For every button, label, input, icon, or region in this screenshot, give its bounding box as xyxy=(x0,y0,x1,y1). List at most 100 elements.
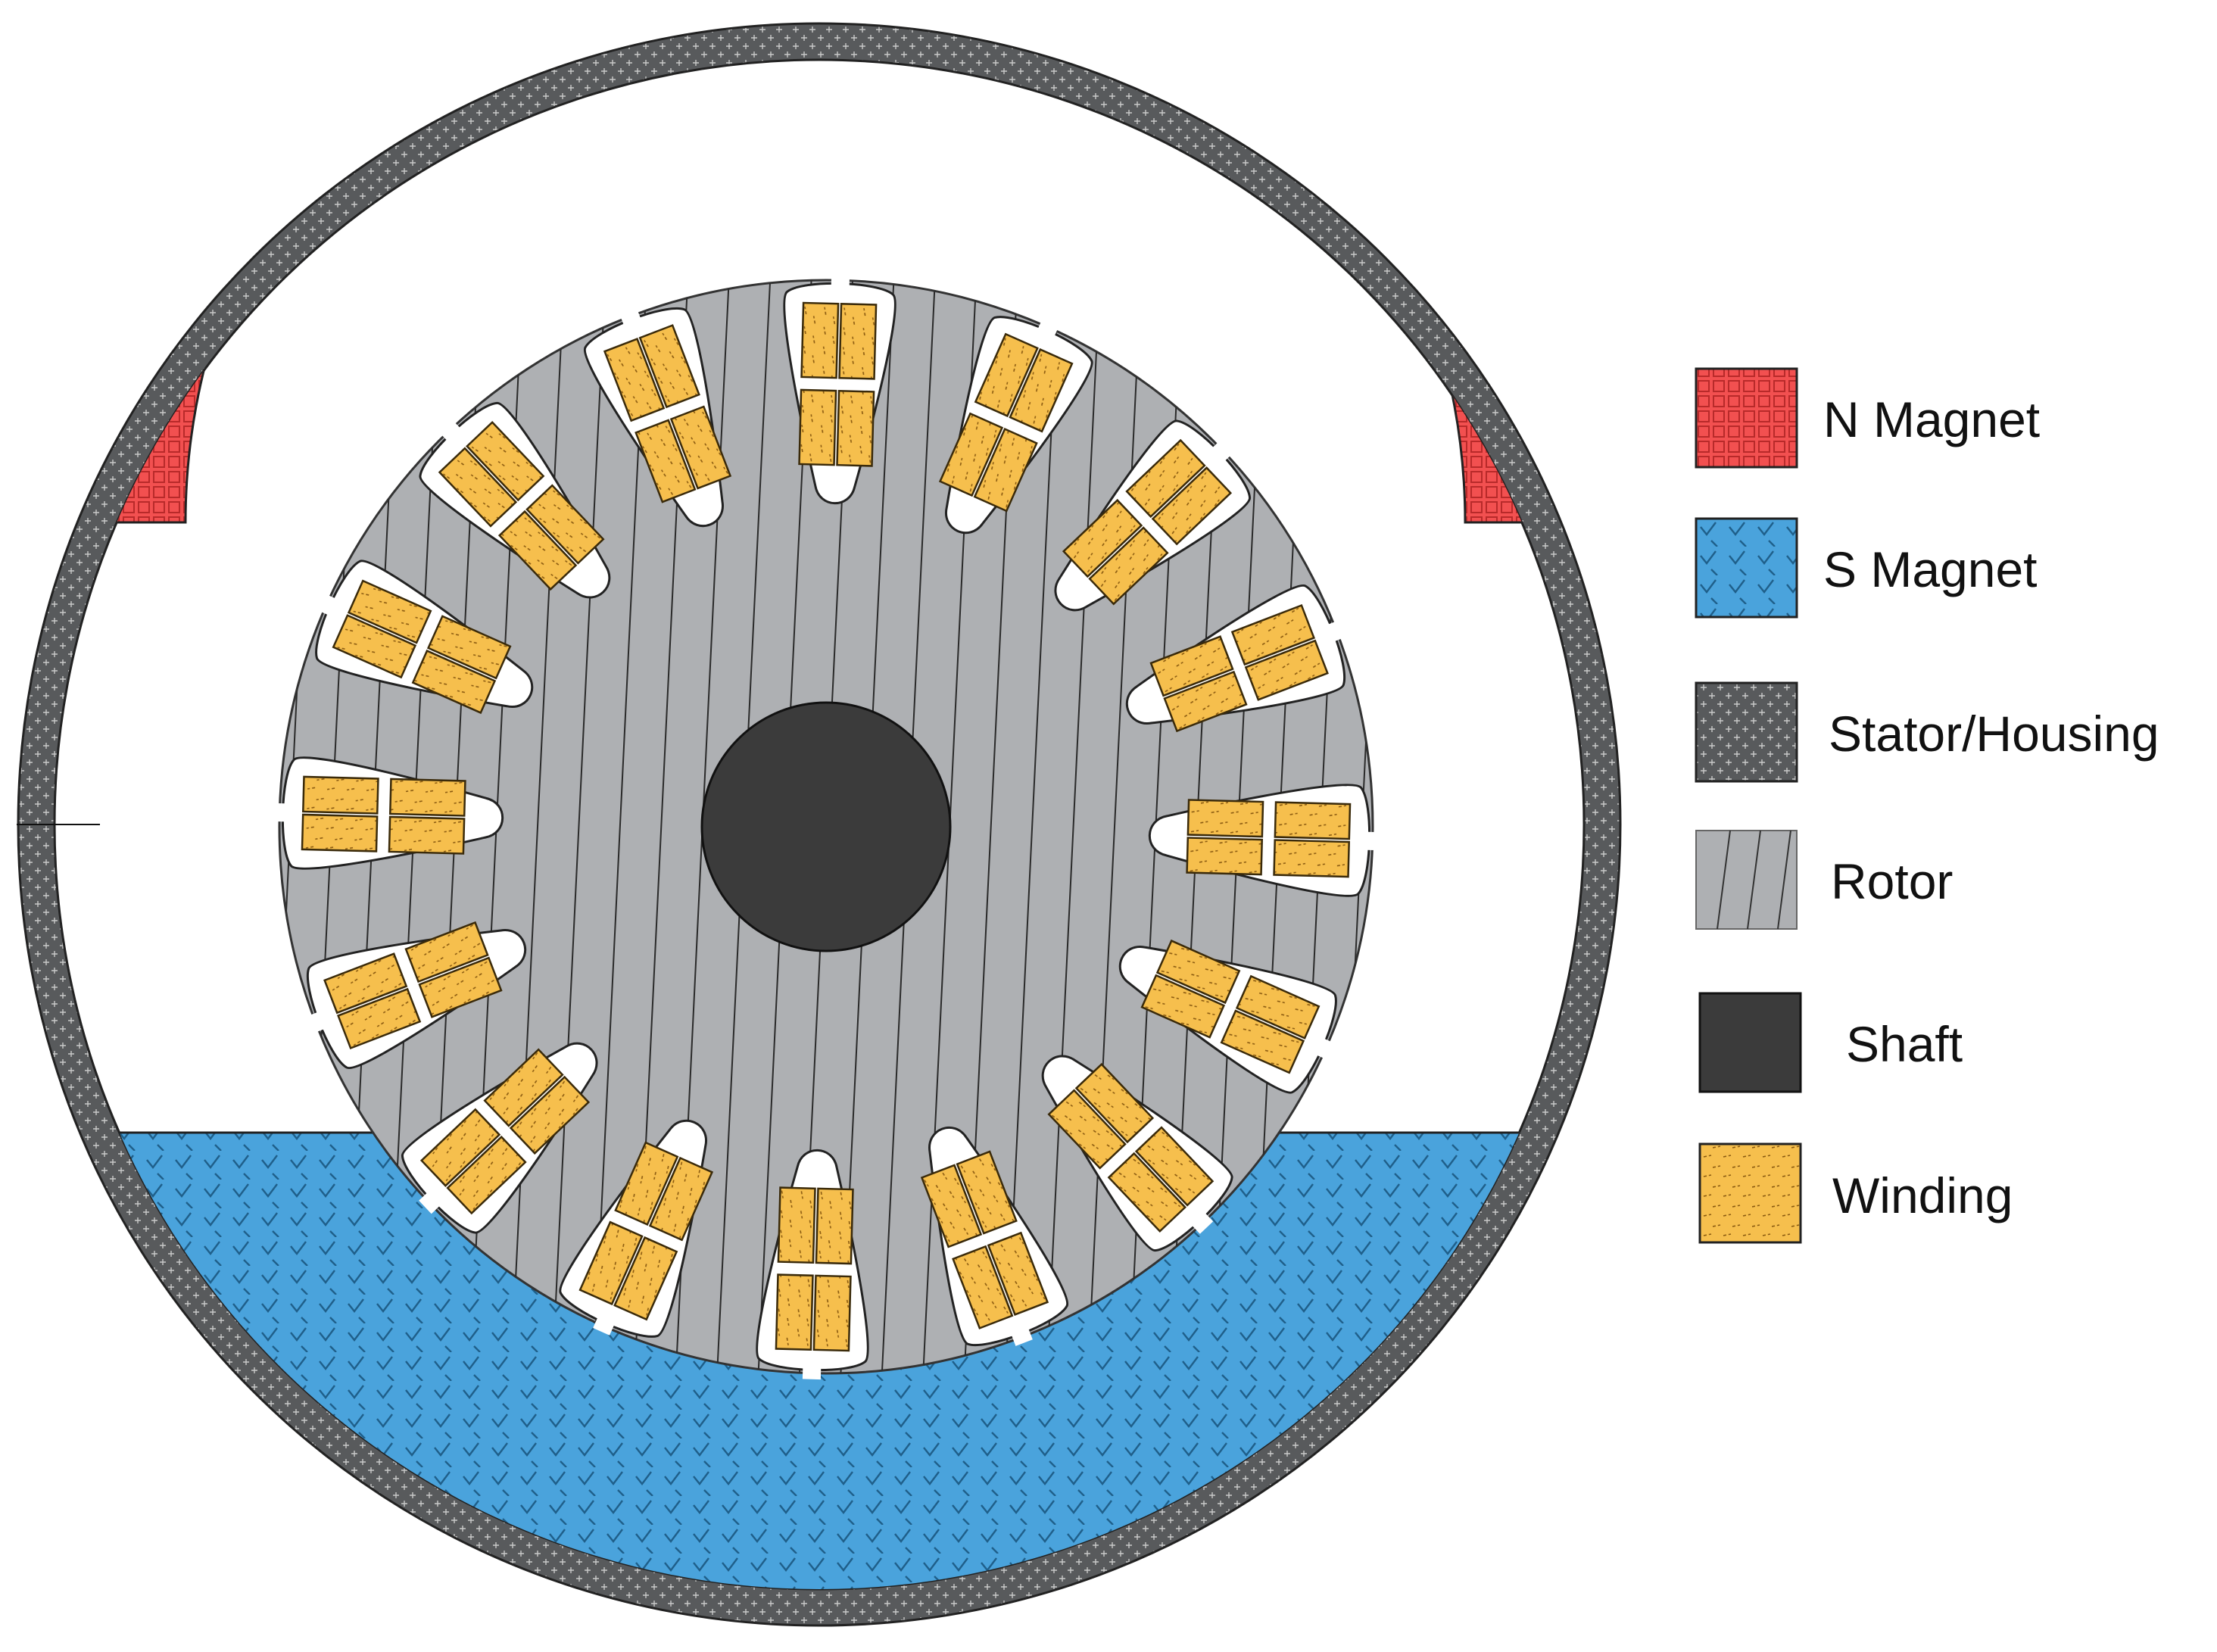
winding-block xyxy=(614,1141,679,1227)
winding-slot xyxy=(273,756,504,870)
winding-slot xyxy=(306,921,527,1069)
winding-block xyxy=(1186,837,1264,876)
winding-block xyxy=(613,1236,678,1321)
winding-block xyxy=(973,427,1038,513)
winding-block xyxy=(1273,839,1350,878)
winding-slot xyxy=(756,1149,869,1380)
slot-notch xyxy=(1007,1318,1033,1346)
rotor-hatch-line xyxy=(592,280,647,1373)
legend-label-stator-housing: Stator/Housing xyxy=(1829,706,2159,762)
winding-block xyxy=(1230,603,1316,666)
winding-block xyxy=(418,956,503,1018)
winding-slot xyxy=(1148,784,1380,897)
winding-block xyxy=(323,952,408,1015)
winding-slot xyxy=(419,401,611,599)
winding-block xyxy=(438,447,518,528)
legend-label-shaft: Shaft xyxy=(1846,1016,1963,1072)
winding-block xyxy=(1151,466,1233,546)
slot-notch xyxy=(619,307,645,335)
legend-item-winding: Winding xyxy=(1698,1142,2013,1244)
winding-slot xyxy=(584,307,732,528)
legend-item-s-magnet: S Magnet xyxy=(1695,517,2038,619)
slot-notch xyxy=(1204,439,1233,469)
winding-block xyxy=(411,649,497,715)
winding-block xyxy=(404,921,489,983)
winding-block xyxy=(1009,348,1074,433)
rotor-hatch-line xyxy=(551,280,606,1373)
winding-slot xyxy=(920,1126,1068,1347)
legend-item-shaft: Shaft xyxy=(1698,992,1963,1093)
winding-block xyxy=(419,1108,501,1187)
winding-block xyxy=(956,1150,1018,1235)
shaft xyxy=(700,701,952,952)
slot-notch xyxy=(307,1008,335,1033)
winding-slot xyxy=(1041,1055,1233,1252)
winding-block xyxy=(446,1135,527,1215)
winding-slots xyxy=(273,273,1380,1380)
slot-notch xyxy=(593,1307,619,1336)
legend-label-n-magnet: N Magnet xyxy=(1823,391,2040,447)
winding-block xyxy=(466,420,545,502)
legend-item-stator-housing: Stator/Housing xyxy=(1695,681,2159,783)
winding-block xyxy=(1107,1152,1186,1233)
slot-notch xyxy=(273,803,297,822)
legend-swatch-n-magnet xyxy=(1695,367,1798,469)
winding-block xyxy=(974,332,1039,418)
winding-slot xyxy=(938,316,1093,535)
winding-block xyxy=(301,813,379,852)
winding-block xyxy=(1220,1009,1305,1074)
rotor-hatch-line xyxy=(1046,280,1101,1373)
winding-block xyxy=(1134,1126,1215,1207)
slot-notch xyxy=(802,1356,822,1380)
winding-block xyxy=(1088,526,1169,606)
winding-block xyxy=(1155,939,1241,1005)
legend-swatch-winding xyxy=(1698,1142,1802,1244)
winding-block xyxy=(1149,635,1234,697)
rotor-hatch-line xyxy=(510,280,565,1373)
legend-label-rotor: Rotor xyxy=(1831,853,1953,909)
rotor-hatch-line xyxy=(1005,280,1060,1373)
legend-swatch-stator-housing xyxy=(1695,681,1798,783)
winding-block xyxy=(800,301,840,379)
winding-block xyxy=(1163,670,1248,733)
winding-block xyxy=(920,1164,983,1248)
winding-block xyxy=(336,987,422,1050)
legend-swatch-rotor-lines xyxy=(1717,830,1791,930)
winding-block xyxy=(1062,498,1143,578)
slot-notch xyxy=(1355,831,1380,851)
winding-block xyxy=(648,1156,714,1242)
winding-block xyxy=(777,1186,816,1264)
legend-swatch-rotor xyxy=(1695,830,1798,930)
winding-block xyxy=(603,337,666,422)
slot-notch xyxy=(1306,1033,1335,1060)
slot-notch xyxy=(1033,318,1059,347)
winding-block xyxy=(838,303,878,380)
winding-block xyxy=(669,405,732,490)
slot-notch xyxy=(317,594,346,620)
winding-block xyxy=(388,815,466,855)
winding-block xyxy=(426,615,512,680)
winding-block xyxy=(509,1075,591,1155)
slot-notch xyxy=(438,419,468,449)
winding-slot xyxy=(783,273,896,505)
winding-block xyxy=(938,412,1004,497)
winding-block xyxy=(798,388,837,466)
legend-label-s-magnet: S Magnet xyxy=(1823,541,2038,597)
winding-block xyxy=(1244,639,1329,701)
winding-block xyxy=(347,579,432,644)
winding-block xyxy=(1274,801,1352,840)
legend-swatch-s-magnet xyxy=(1695,517,1798,619)
winding-block xyxy=(775,1273,814,1351)
winding-block xyxy=(1186,799,1264,838)
winding-block xyxy=(1235,974,1321,1040)
legend-label-winding: Winding xyxy=(1832,1167,2013,1223)
slot-notch xyxy=(1317,620,1345,646)
winding-block xyxy=(987,1231,1049,1317)
winding-block xyxy=(1125,438,1206,519)
winding-slot xyxy=(1125,584,1346,733)
slot-notch xyxy=(419,1185,448,1214)
winding-block xyxy=(497,510,578,591)
winding-slot xyxy=(1054,419,1252,612)
winding-block xyxy=(1140,974,1226,1039)
